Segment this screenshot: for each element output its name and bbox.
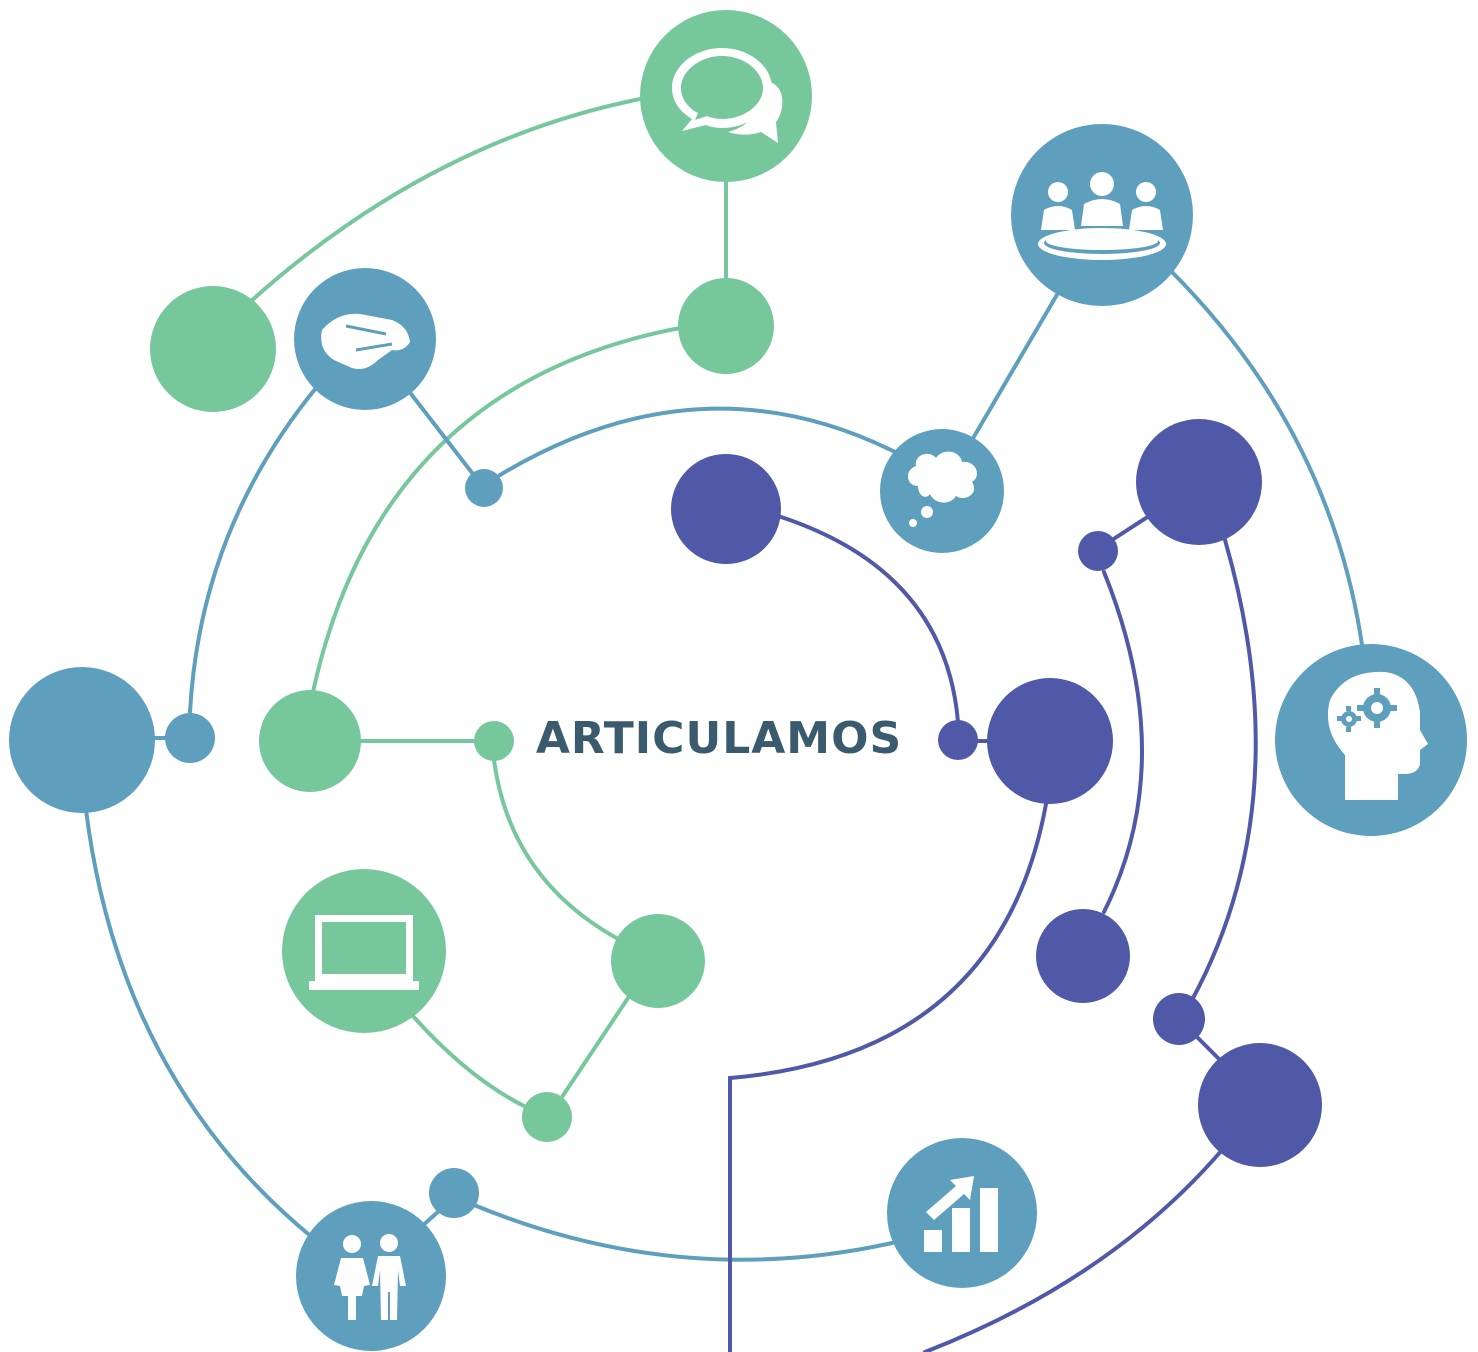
plain-nodes [9, 278, 1322, 1218]
green-arc-middle [311, 326, 682, 694]
purple-node-right-bottom [1198, 1043, 1322, 1167]
meeting-table-icon [1011, 124, 1193, 306]
blue-arc-right [1168, 268, 1364, 647]
green-node-left [259, 690, 361, 792]
purple-link-small-to-top [1110, 516, 1148, 542]
blue-node-left-small [165, 713, 215, 763]
green-node-top-left [150, 286, 276, 412]
green-node-lower [611, 914, 705, 1008]
blue-arc-bottom-left [84, 808, 315, 1240]
purple-arc-inner [776, 514, 960, 724]
purple-node-right-top [1136, 419, 1262, 545]
purple-node-right-small-lower [1153, 993, 1205, 1045]
green-arc-inner [492, 758, 622, 942]
purple-node-top-center [671, 454, 781, 564]
purple-link-small-to-bottom [1194, 1034, 1224, 1064]
handshake-icon [294, 268, 436, 410]
purple-arc-down [728, 802, 1048, 1352]
connector-lines [84, 96, 1364, 1352]
blue-node-upper-small [465, 469, 503, 507]
people-couple-icon [296, 1201, 446, 1351]
blue-link-handshake-to-node [406, 388, 478, 480]
purple-node-right-mid [1036, 909, 1130, 1003]
head-gears-icon [1275, 644, 1467, 836]
blue-arc-inner [498, 406, 897, 477]
thought-bubble-icon [880, 429, 1004, 553]
purple-node-right-small [1078, 531, 1118, 571]
blue-node-bottom-small [429, 1168, 479, 1218]
blue-node-left-big [9, 667, 155, 813]
growth-chart-icon [887, 1138, 1037, 1288]
green-link-node-to-small [558, 993, 632, 1102]
blue-link-thought-to-meeting [970, 291, 1060, 442]
green-node-center-small [474, 721, 514, 761]
center-title: ARTICULAMOS [536, 713, 902, 764]
purple-arc-bottom [923, 1148, 1224, 1352]
purple-arc-outer [1190, 538, 1258, 1002]
green-node-top [678, 278, 774, 374]
green-link-laptop-to-small [410, 1013, 530, 1110]
purple-node-center-big [987, 678, 1113, 804]
blue-arc-left [188, 386, 318, 714]
purple-arc-mid [1102, 570, 1144, 914]
green-arc-outer [248, 96, 647, 304]
chat-bubbles-icon [640, 10, 812, 182]
blue-arc-bottom [472, 1203, 894, 1262]
purple-node-center-small [938, 720, 978, 760]
laptop-icon [282, 869, 446, 1033]
green-node-bottom-small [522, 1092, 572, 1142]
